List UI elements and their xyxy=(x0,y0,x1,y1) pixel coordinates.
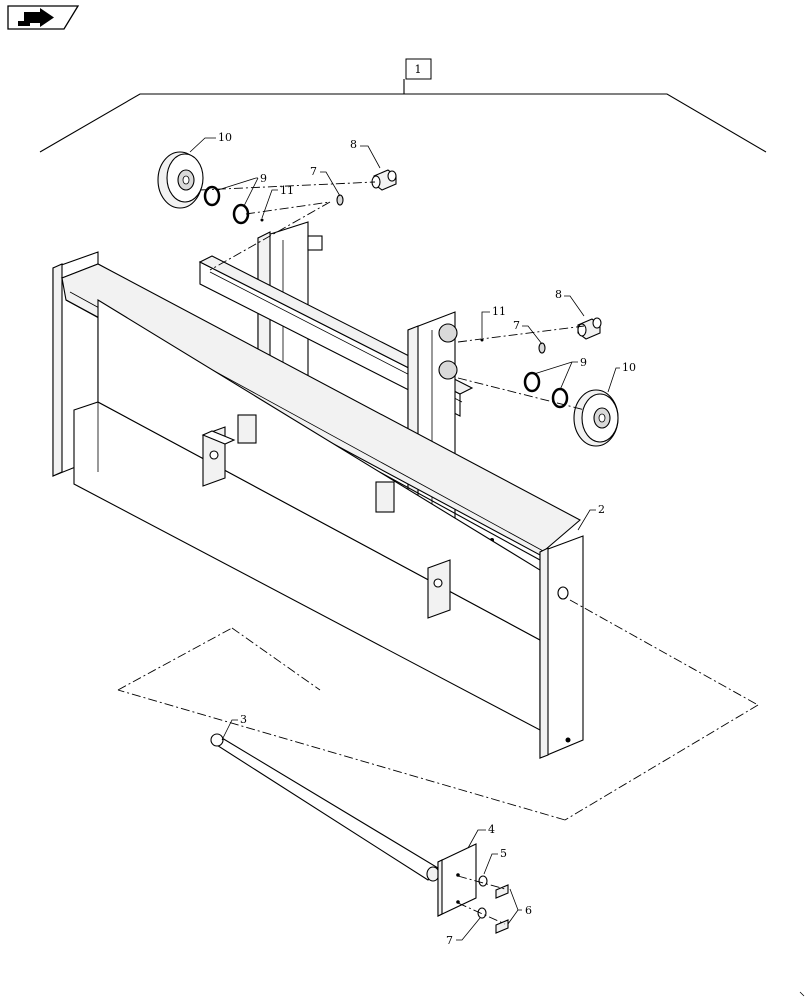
assembly-ref-label: 1 xyxy=(415,63,422,76)
callout-9-top: 9 xyxy=(260,172,267,185)
callout-9-right: 9 xyxy=(580,356,587,369)
callout-11-right: 11 xyxy=(492,305,506,318)
callout-10-right: 10 xyxy=(622,361,636,374)
callout-7-right: 7 xyxy=(513,319,520,332)
corner-mark xyxy=(799,991,805,997)
callout-4: 4 xyxy=(488,823,495,836)
back-button[interactable] xyxy=(7,5,80,30)
callout-7-top: 7 xyxy=(310,165,317,178)
callout-10-top: 10 xyxy=(218,131,232,144)
centerlines xyxy=(117,181,759,925)
retaining-plate xyxy=(437,843,509,934)
callout-8-top: 8 xyxy=(350,138,357,151)
callout-3: 3 xyxy=(240,713,247,726)
right-hardware xyxy=(480,317,619,447)
callout-7-bottom: 7 xyxy=(446,934,453,947)
axle-shaft xyxy=(210,733,440,882)
assembly-boundary: 1 xyxy=(39,58,767,153)
callout-2: 2 xyxy=(598,503,605,516)
upper-left-hardware xyxy=(157,151,397,225)
callout-11-top: 11 xyxy=(280,184,294,197)
main-frame xyxy=(52,251,584,759)
callout-6: 6 xyxy=(525,904,532,917)
callout-5: 5 xyxy=(500,847,507,860)
callouts: 10 9 11 7 8 11 7 8 9 10 2 3 xyxy=(189,131,636,947)
back-arrow-icon xyxy=(18,8,54,27)
callout-8-right: 8 xyxy=(555,288,562,301)
